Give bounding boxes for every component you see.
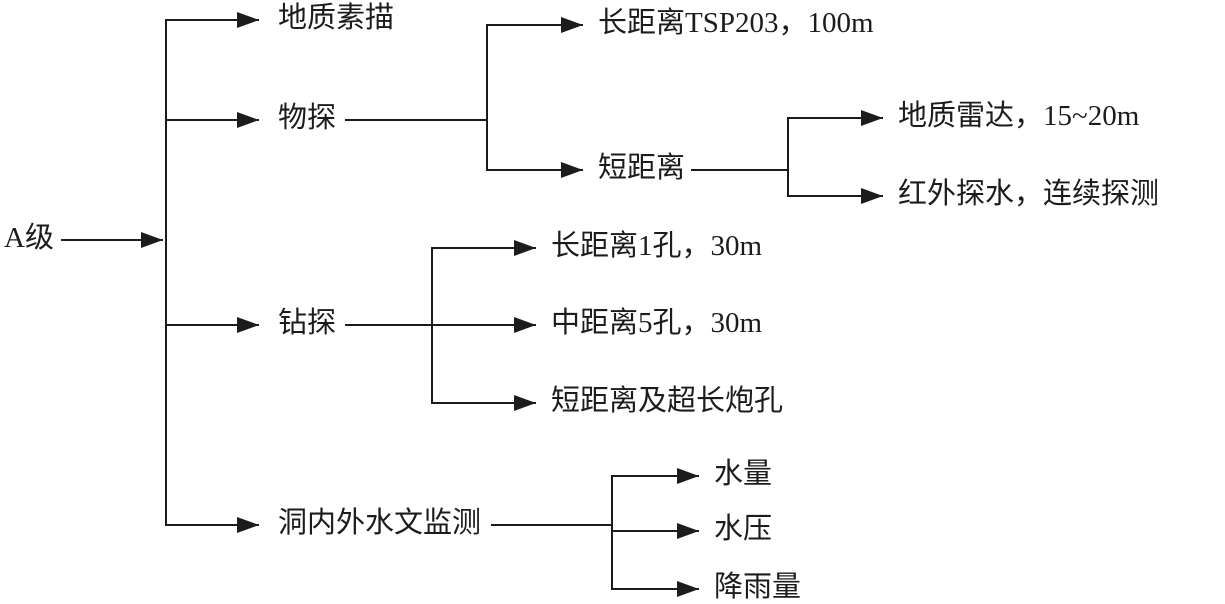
node-geology-sketch: 地质素描	[278, 1, 395, 34]
trunk-hydro	[491, 475, 613, 590]
node-root: A级	[4, 221, 54, 254]
node-long-1hole: 长距离1孔，30m	[551, 229, 763, 262]
node-water-volume: 水量	[714, 457, 773, 490]
node-mid-5hole: 中距离5孔，30m	[551, 306, 763, 339]
trunk-geophysical	[345, 24, 488, 171]
node-geo-radar: 地质雷达，15~20m	[898, 99, 1140, 132]
node-drilling: 钻探	[278, 306, 337, 339]
trunk-drilling	[345, 247, 433, 404]
node-short-blast: 短距离及超长炮孔	[551, 384, 784, 417]
node-water-pressure: 水压	[714, 512, 773, 545]
node-short-distance: 短距离	[598, 151, 686, 184]
node-geophysical: 物探	[278, 101, 337, 134]
trunk-short-distance	[691, 117, 789, 197]
node-infrared: 红外探水，连续探测	[898, 177, 1160, 210]
node-rainfall: 降雨量	[714, 570, 802, 603]
node-long-tsp: 长距离TSP203，100m	[598, 6, 874, 39]
node-hydro-monitor: 洞内外水文监测	[278, 506, 482, 539]
